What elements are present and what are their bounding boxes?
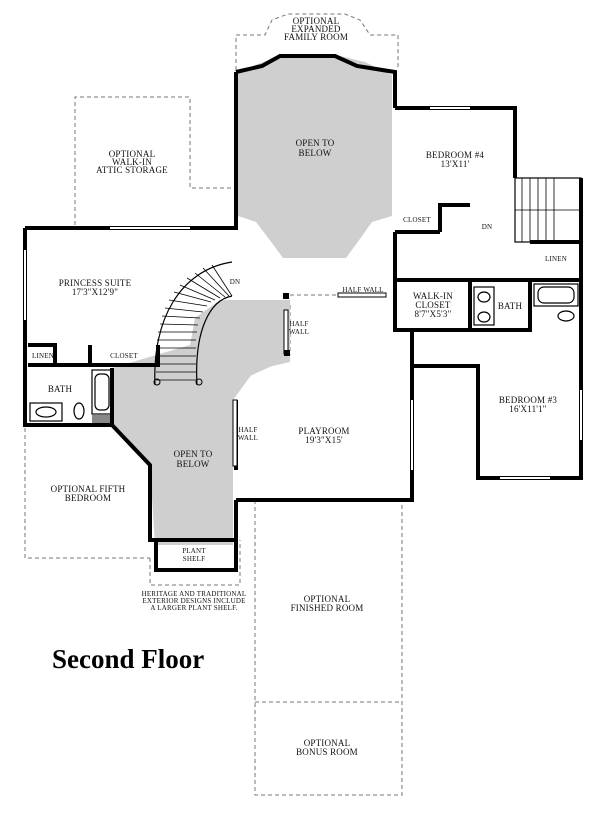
label-bath-right: BATH [498, 301, 523, 311]
open-to-below-areas [112, 56, 392, 545]
windows [24, 107, 582, 479]
half-walls [232, 292, 387, 467]
spiral-staircase [153, 261, 233, 386]
label-linen-left: LINEN [32, 352, 54, 360]
floor-title: Second Floor [52, 644, 204, 674]
label-bath-left: BATH [48, 384, 73, 394]
right-staircase [514, 177, 582, 243]
label-closet-top: CLOSET [403, 216, 431, 224]
bath-fixtures [29, 283, 579, 423]
label-linen-right: LINEN [545, 255, 567, 263]
label-dn-right: DN [482, 223, 493, 231]
label-dn-stair: DN [230, 278, 241, 286]
label-half-wall-top: HALF WALL [342, 286, 383, 294]
label-closet-left: CLOSET [110, 352, 138, 360]
